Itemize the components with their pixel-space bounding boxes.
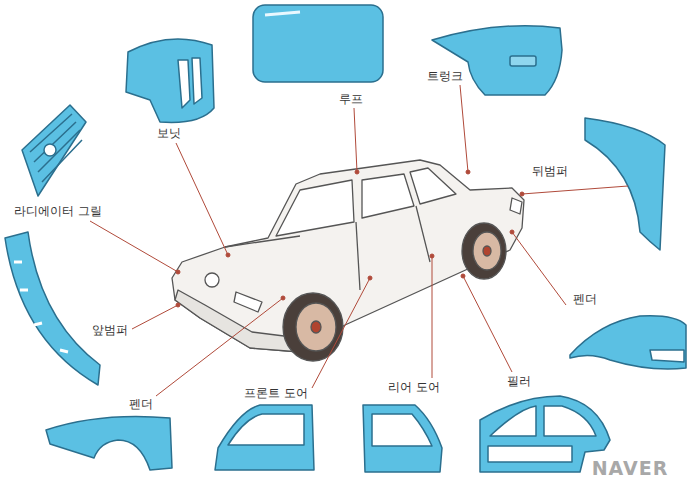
part-label: 펜더	[129, 397, 153, 411]
rear-door-part	[363, 405, 442, 472]
part-label: 펜더	[573, 292, 597, 306]
watermark: NAVER	[592, 457, 669, 480]
trunk-part	[432, 26, 562, 95]
bonnet-vent	[178, 60, 190, 108]
part-label: 라디에이터 그릴	[14, 204, 102, 218]
rear-fender-part	[570, 316, 686, 369]
front-door-part	[215, 405, 314, 470]
part-label: 앞범퍼	[92, 323, 128, 337]
part-label: 뒤범퍼	[532, 164, 568, 178]
car-body	[172, 160, 524, 361]
part-label: 보닛	[157, 126, 181, 140]
part-label: 트렁크	[427, 69, 463, 83]
part-label: 필러	[507, 374, 531, 388]
part-label: 리어 도어	[388, 380, 440, 394]
front-bumper-part	[5, 232, 100, 385]
leader-lines	[90, 85, 628, 396]
bonnet-vent	[192, 58, 202, 104]
part-label: 루프	[339, 92, 363, 106]
roof-part	[253, 5, 383, 82]
pillar-part	[480, 396, 610, 472]
front-fender-part	[46, 417, 172, 471]
part-label: 프론트 도어	[244, 386, 308, 400]
bonnet-part	[126, 39, 214, 123]
rear-bumper-part	[585, 118, 665, 250]
grille-part	[22, 105, 86, 196]
